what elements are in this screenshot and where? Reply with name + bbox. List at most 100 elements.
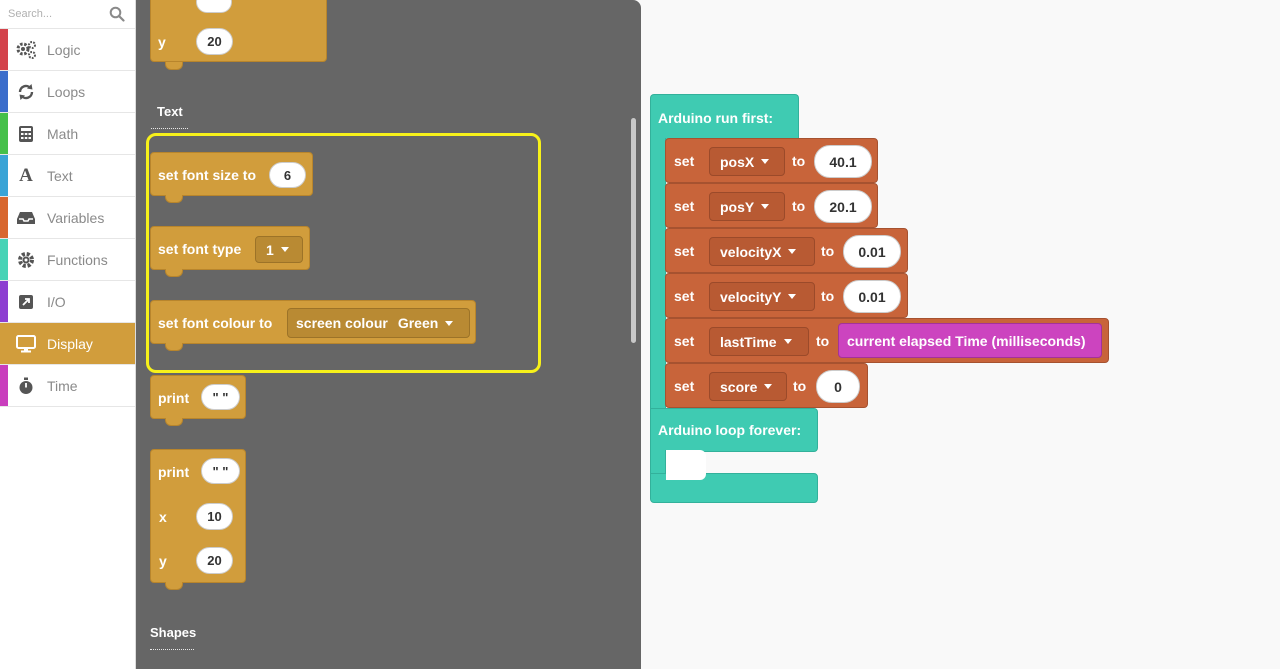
variable-dropdown[interactable]: lastTime [709,327,809,356]
block-label: print [158,464,190,480]
block-label: set font colour to [158,315,273,331]
set-label: set [674,198,695,214]
value-input[interactable]: 0.01 [843,235,901,268]
dropdown-value: 1 [266,241,274,258]
category-label: Math [47,125,79,142]
variable-dropdown[interactable]: score [709,372,787,401]
variable-dropdown[interactable]: posX [709,147,785,176]
category-stripe [0,155,8,196]
text-a-icon: A [19,165,33,186]
block-notch [165,62,183,70]
colour-dropdown-value[interactable]: Green [397,315,439,331]
set-variable-block[interactable]: set velocityY to 0.01 [665,273,908,318]
variable-dropdown[interactable]: velocityX [709,237,815,266]
set-variable-block[interactable]: set velocityX to 0.01 [665,228,908,273]
y-label: y [159,553,167,569]
print-text-input[interactable]: " " [201,384,240,410]
block-notch [165,582,183,590]
set-label: set [674,333,695,349]
to-label: to [821,288,835,304]
x-value-pill-partial[interactable] [196,0,232,13]
category-time[interactable]: Time [0,365,135,407]
flyout-scrollbar[interactable] [631,118,636,343]
empty-statement-slot[interactable] [666,450,706,480]
to-label: to [792,153,806,169]
value-input[interactable]: 40.1 [814,145,872,178]
y-value-input[interactable]: 20 [196,547,233,574]
block-label: print [158,390,190,406]
arduino-setup-block[interactable]: Arduino run first: [650,94,799,140]
variable-name: velocityY [720,288,782,305]
set-label: set [674,243,695,259]
print-block[interactable]: print " " [150,375,246,419]
value-input[interactable]: 0.01 [843,280,901,313]
display-text-xy-block-partial[interactable]: y 20 [150,0,327,62]
category-variables[interactable]: Variables [0,197,135,239]
setup-label: Arduino run first: [658,110,774,126]
to-label: to [793,378,807,394]
variable-name: score [720,378,758,395]
search-input[interactable] [0,0,106,28]
category-stripe [0,29,8,70]
gear-icon [15,249,37,271]
category-stripe [0,365,8,406]
category-io[interactable]: I/O [0,281,135,323]
category-stripe [0,71,8,112]
category-functions[interactable]: Functions [0,239,135,281]
variable-dropdown[interactable]: posY [709,192,785,221]
category-stripe [0,197,8,238]
category-label: Logic [47,41,81,58]
category-logic[interactable]: Logic [0,29,135,71]
search-icon[interactable] [109,6,125,22]
set-label: set [674,378,695,394]
category-math[interactable]: Math [0,113,135,155]
category-loops[interactable]: Loops [0,71,135,113]
current-elapsed-time-block[interactable]: current elapsed Time (milliseconds) [838,323,1102,358]
arduino-loop-block[interactable]: Arduino loop forever: [650,408,818,452]
section-divider [150,649,194,650]
set-variable-block[interactable]: set lastTime to current elapsed Time (mi… [665,318,1109,363]
y-label: y [158,34,166,50]
chevron-down-icon [445,320,454,326]
set-font-colour-block[interactable]: set font colour to screen colour Green [150,300,476,344]
screen-colour-block[interactable]: screen colour Green [287,308,470,338]
set-variable-block[interactable]: set score to 0 [665,363,868,408]
set-font-size-block[interactable]: set font size to 6 [150,152,313,196]
inbox-icon [15,207,37,229]
section-label-text: Text [157,104,183,119]
set-label: set [674,288,695,304]
variable-name: posX [720,153,755,170]
setup-block-spine [650,138,666,412]
print-text-input[interactable]: " " [201,458,240,484]
font-size-input[interactable]: 6 [269,162,306,188]
set-variable-block[interactable]: set posX to 40.1 [665,138,878,183]
category-stripe [0,113,8,154]
category-stripe [0,281,8,322]
variable-name: velocityX [720,243,782,260]
block-notch [165,195,183,203]
category-display[interactable]: Display [0,323,135,365]
stopwatch-icon [15,375,37,397]
x-value-input[interactable]: 10 [196,503,233,530]
print-xy-block[interactable]: print " " x 10 y 20 [150,449,246,583]
set-variable-block[interactable]: set posY to 20.1 [665,183,878,228]
y-value-input[interactable]: 20 [196,28,233,55]
screen-colour-label: screen colour [296,315,388,331]
font-type-dropdown[interactable]: 1 [255,236,303,263]
loop-block-spine [650,450,666,476]
set-label: set [674,153,695,169]
category-text[interactable]: A Text [0,155,135,197]
chevron-down-icon [761,204,770,209]
loop-icon [15,81,37,103]
category-label: Time [47,377,78,394]
value-input[interactable]: 0 [816,370,860,403]
category-label: Display [47,335,93,352]
search-bar [0,0,135,29]
block-label: set font type [158,241,242,257]
value-input[interactable]: 20.1 [814,190,872,223]
variable-name: lastTime [720,333,777,350]
toolbox-sidebar: Logic Loops Math A Text Variables Functi… [0,0,136,669]
variable-dropdown[interactable]: velocityY [709,282,815,311]
chevron-down-icon [788,249,797,254]
set-font-type-block[interactable]: set font type 1 [150,226,310,270]
